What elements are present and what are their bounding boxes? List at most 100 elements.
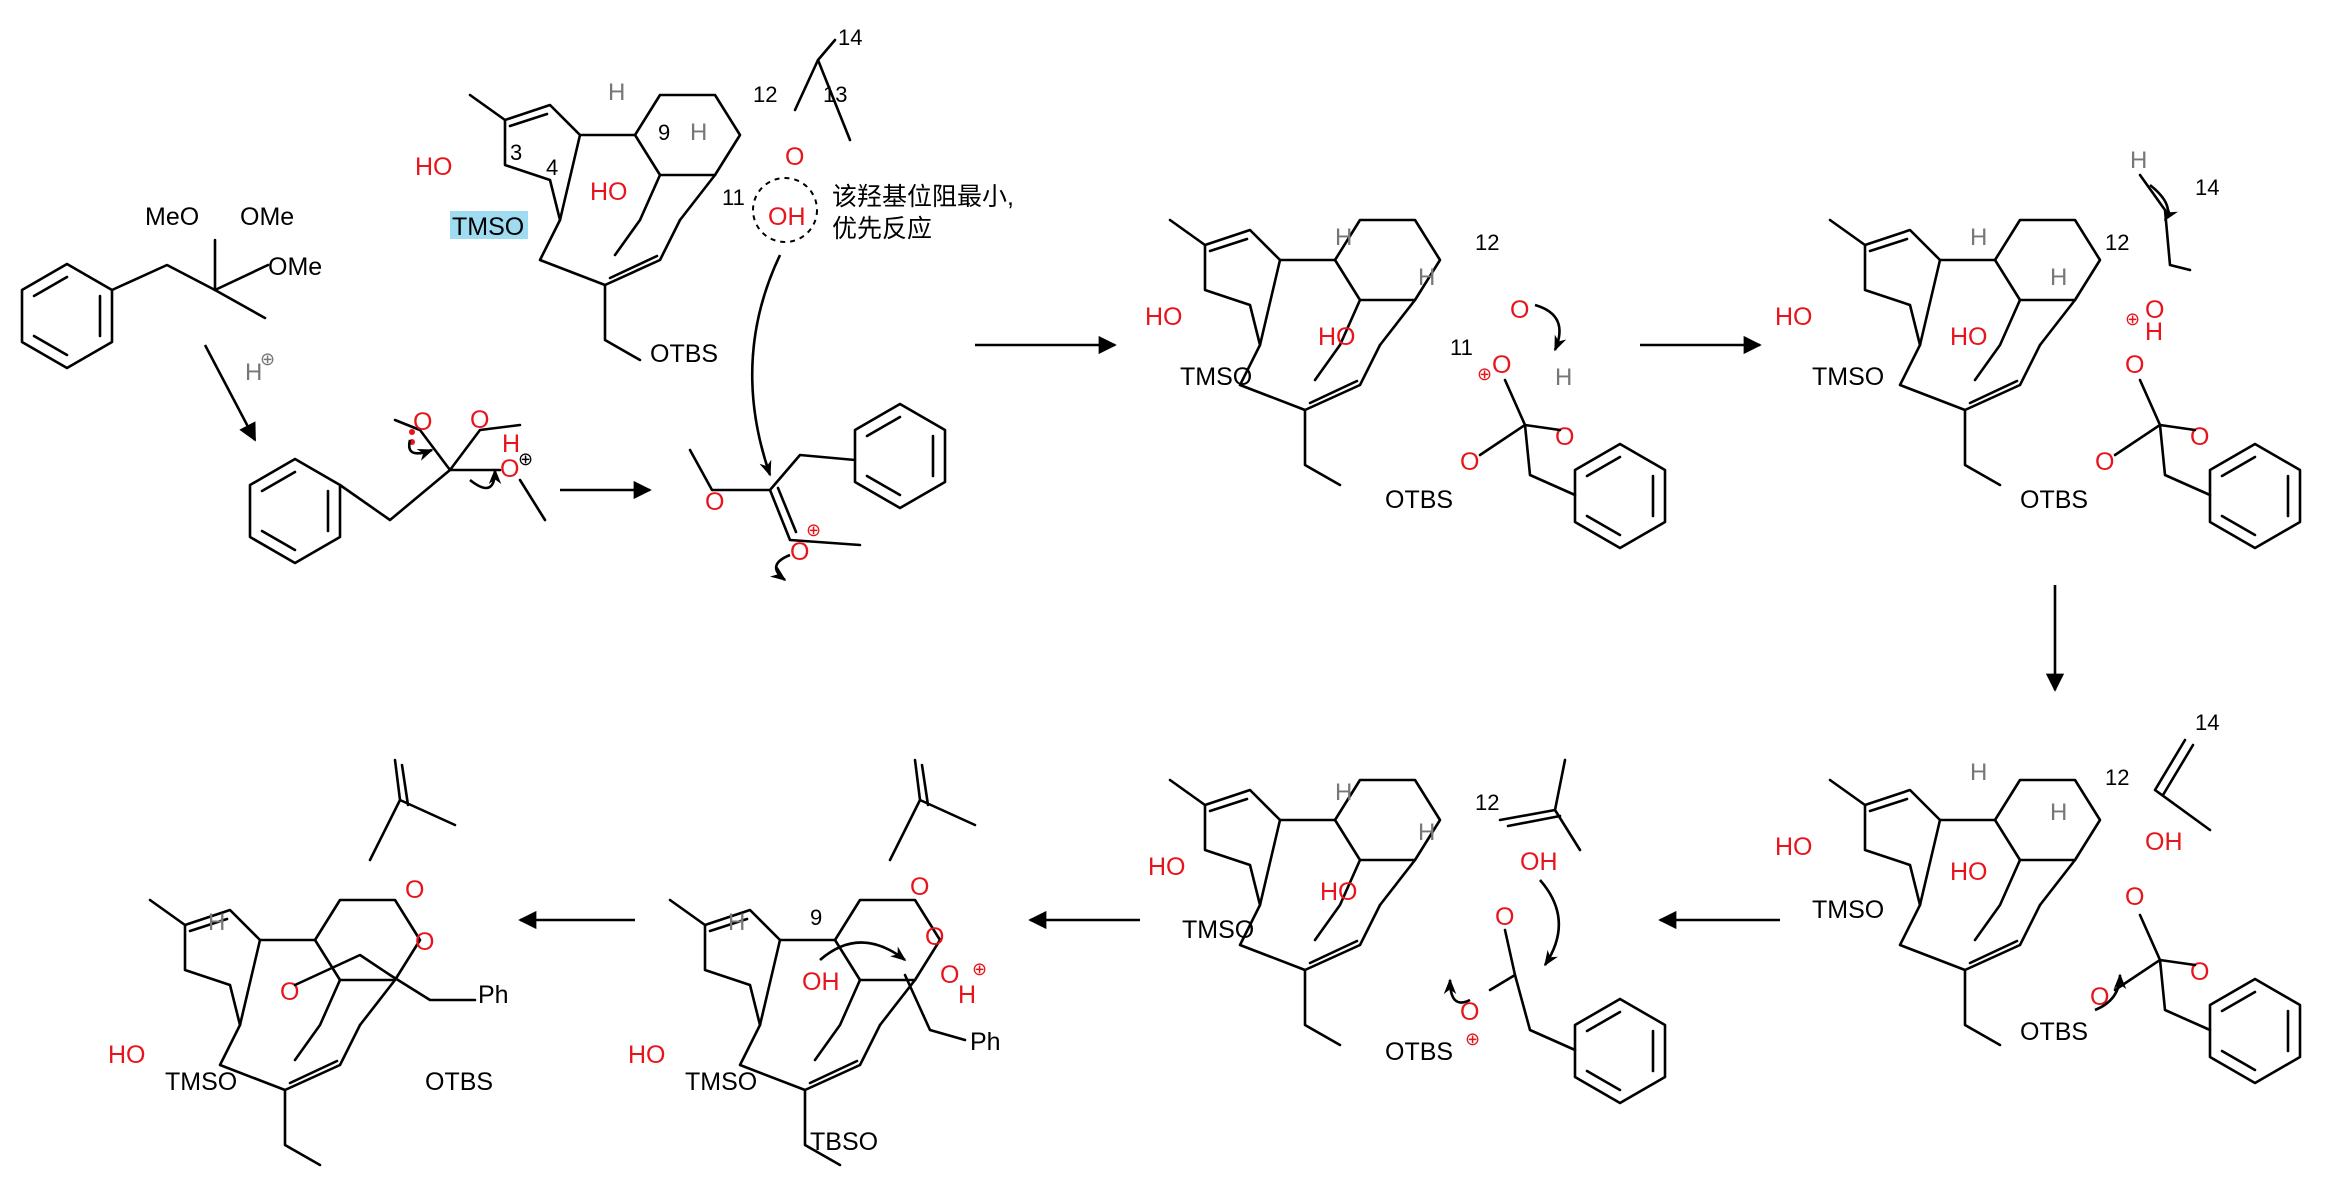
int1-h1: H	[1335, 224, 1352, 251]
int1-o11: O	[1492, 351, 1511, 379]
int4-oh: OH	[1520, 848, 1558, 876]
int4-ho9: HO	[1320, 878, 1358, 906]
int2-o-a: O	[2095, 448, 2114, 476]
int2-tmso: TMSO	[1812, 363, 1884, 391]
int2-o11: O	[2125, 351, 2144, 379]
start-num11: 11	[722, 185, 745, 210]
int4-o11: O	[1495, 903, 1514, 931]
int2-ho9: HO	[1950, 323, 1988, 351]
int4-num12: 12	[1475, 790, 1499, 815]
int2-h1: H	[1970, 224, 1987, 251]
arrow-acid	[203, 344, 257, 442]
int5-tbso: TBSO	[810, 1128, 878, 1156]
oxo-h: H	[502, 430, 520, 458]
int3-o11: O	[2125, 883, 2144, 911]
int2-ho: HO	[1775, 303, 1813, 331]
meo-label: MeO	[145, 203, 199, 231]
ester-plus: ⊕	[806, 520, 821, 540]
int2-otbs: OTBS	[2020, 486, 2088, 514]
int2-num14: 14	[2195, 175, 2219, 200]
int2-h: H	[2145, 318, 2163, 346]
start-num12: 12	[753, 82, 777, 107]
int5-tmso: TMSO	[685, 1068, 757, 1096]
int3-ho: HO	[1775, 833, 1813, 861]
int5-h1: H	[728, 909, 745, 936]
intermediate-2: TMSO HO HO OTBS O H ⊕ O O O H 14 12 H H	[1775, 147, 2302, 550]
ester-o1: O	[705, 488, 724, 516]
int4-h1: H	[1335, 779, 1352, 806]
int1-plus: ⊕	[1477, 364, 1492, 384]
start-tmso: TMSO	[452, 213, 524, 241]
int4-tmso: TMSO	[1182, 916, 1254, 944]
tmso-highlight	[450, 211, 528, 239]
product-h1: H	[208, 909, 225, 936]
start-molecule: TMSO HO HO OH OTBS O H H 3 4 9 11 12 13 …	[415, 25, 1014, 477]
ome-label-2: OMe	[268, 253, 322, 281]
start-h2: H	[690, 119, 707, 146]
int1-otbs: OTBS	[1385, 486, 1453, 514]
product-ph: Ph	[478, 981, 509, 1009]
int3-oh: OH	[2145, 828, 2183, 856]
int1-ho: HO	[1145, 303, 1183, 331]
int3-ho9: HO	[1950, 858, 1988, 886]
start-o-epoxide: O	[785, 143, 804, 171]
start-num14: 14	[838, 25, 862, 50]
int3-tmso: TMSO	[1812, 896, 1884, 924]
start-num9: 9	[658, 120, 670, 145]
start-otbs: OTBS	[650, 340, 718, 368]
start-num4: 4	[546, 155, 558, 180]
oxo-o1: O	[413, 408, 432, 436]
int5-plus: ⊕	[972, 959, 987, 979]
intermediate-5: TMSO HO OH TBSO O O O H ⊕ Ph 9 H	[628, 758, 1001, 1167]
intermediate-3: TMSO HO HO OTBS OH O O O 14 12 H H	[1775, 710, 2302, 1085]
int4-ho: HO	[1148, 853, 1186, 881]
oxo-plus: ⊕	[518, 449, 533, 469]
int3-otbs: OTBS	[2020, 1018, 2088, 1046]
ester-cation: O O ⊕	[688, 402, 947, 582]
product-ho: HO	[108, 1041, 146, 1069]
int1-num11: 11	[1450, 335, 1473, 360]
int5-oh9: OH	[802, 968, 840, 996]
int4-otbs: OTBS	[1385, 1038, 1453, 1066]
ome-label-1: OMe	[240, 203, 294, 231]
product-tmso: TMSO	[165, 1068, 237, 1096]
int4-o-a: O	[1460, 998, 1479, 1026]
protonated-acetal: O O O H ⊕	[248, 406, 547, 565]
int1-o-epoxide: O	[1510, 296, 1529, 324]
int5-o3: O	[940, 961, 959, 989]
int3-h1: H	[1970, 759, 1987, 786]
int1-o-a: O	[1460, 448, 1479, 476]
int5-o2: O	[925, 923, 944, 951]
int5-ph: Ph	[970, 1028, 1001, 1056]
product-o1: O	[405, 876, 424, 904]
start-ho9: HO	[590, 178, 628, 206]
product-molecule: TMSO HO OTBS O O O Ph H	[108, 758, 509, 1167]
note-line-2: 优先反应	[832, 215, 932, 243]
int2-plus: ⊕	[2125, 309, 2140, 329]
product-o2: O	[415, 928, 434, 956]
int5-h: H	[958, 981, 976, 1009]
oxo-o3: O	[500, 455, 519, 483]
int2-h2: H	[2050, 264, 2067, 291]
hydroxyl-circle	[752, 177, 818, 243]
int5-ho: HO	[628, 1041, 666, 1069]
intermediate-1: TMSO HO HO OTBS O O ⊕ H O O H H 11 12	[1145, 218, 1667, 550]
int1-num12: 12	[1475, 230, 1499, 255]
int2-h14: H	[2130, 147, 2147, 174]
start-oh11: OH	[768, 203, 806, 231]
proton-plus: ⊕	[260, 349, 275, 369]
oxo-o2: O	[470, 406, 489, 434]
proton-h: H	[245, 359, 262, 386]
int5-num9: 9	[810, 905, 822, 930]
reagent-acetal: MeO OMe OMe	[20, 203, 322, 370]
int1-ho9: HO	[1318, 323, 1356, 351]
int5-o1: O	[910, 873, 929, 901]
start-h1: H	[608, 79, 625, 106]
start-num3: 3	[510, 140, 522, 165]
ester-o2: O	[790, 538, 809, 566]
int1-tmso: TMSO	[1180, 363, 1252, 391]
int1-h: H	[1555, 364, 1572, 391]
int2-num12: 12	[2105, 230, 2129, 255]
int4-plus: ⊕	[1465, 1029, 1480, 1049]
int1-o-b: O	[1555, 423, 1574, 451]
